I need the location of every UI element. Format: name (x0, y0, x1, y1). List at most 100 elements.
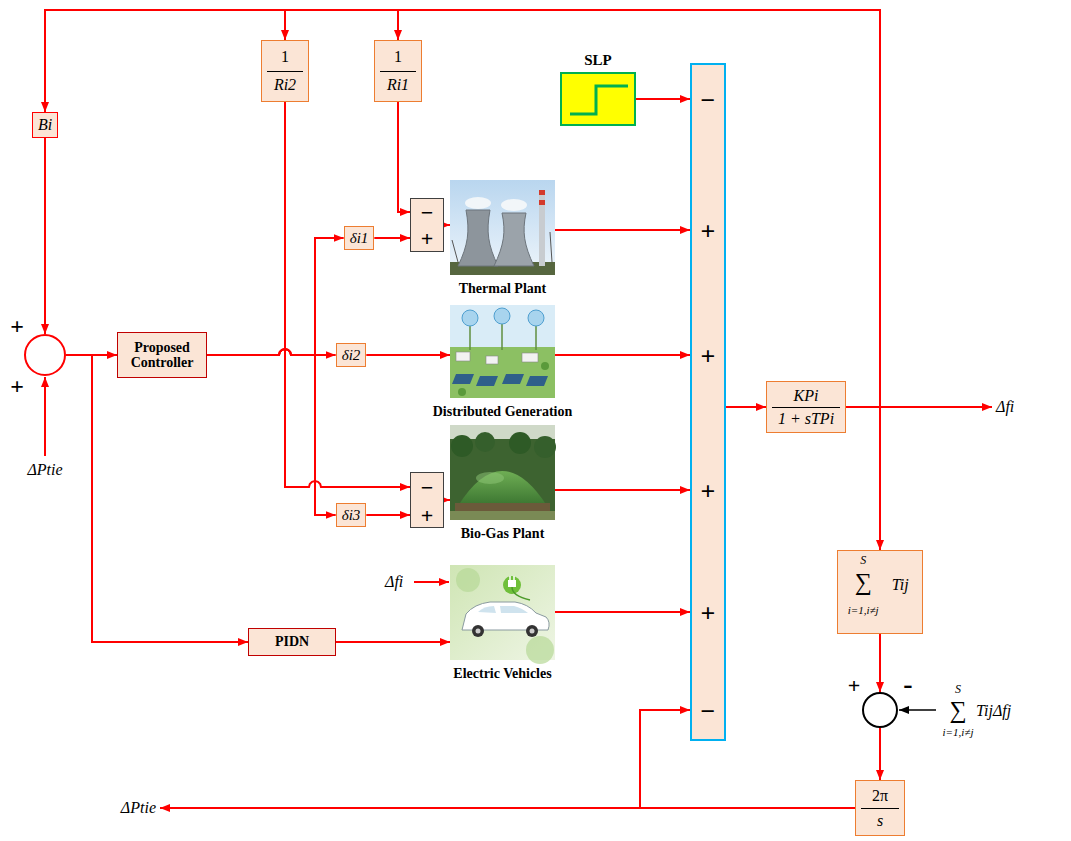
distributed-generation-picture (528, 310, 544, 326)
electric-vehicle-picture (450, 565, 555, 664)
fraction-term: Ri1 (387, 77, 409, 95)
plant-picture: Distributed Generation (450, 305, 555, 398)
signal-connector (555, 611, 690, 613)
block-label: PIDN (275, 634, 309, 649)
summing-block: −+ (410, 198, 444, 252)
signal-name: ΔPtie (121, 799, 156, 817)
signal-connector (366, 354, 450, 356)
signal-line (160, 807, 640, 809)
gain-block: Bi (32, 112, 58, 138)
signal-line (414, 581, 449, 583)
sign-label: + (701, 218, 716, 247)
electric-vehicle-picture (500, 606, 528, 613)
picture-caption: Distributed Generation (433, 404, 573, 419)
distributed-generation-picture (522, 353, 538, 362)
electric-vehicle-picture (513, 576, 515, 580)
picture-caption: Electric Vehicles (453, 666, 551, 681)
signal-name: Δfi (996, 398, 1014, 416)
signal-connector (366, 514, 410, 516)
signal-connector (44, 138, 46, 334)
signal-connector (555, 489, 690, 491)
gain-label: Bi (38, 116, 52, 134)
plant-picture: Thermal Plant (450, 180, 555, 275)
fraction-term: s (877, 812, 883, 830)
distributed-generation-picture (476, 376, 498, 386)
bio-gas-plant-picture (509, 432, 531, 454)
signal-connector (444, 224, 450, 226)
bio-gas-plant-picture (534, 436, 556, 458)
electric-vehicle-picture (503, 576, 521, 594)
sign-label: − (701, 698, 716, 727)
droop-block: 1Ri2 (261, 40, 309, 102)
signal-connector (336, 641, 450, 643)
sign-label: + (701, 478, 716, 507)
thermal-plant-picture (539, 190, 545, 266)
distributed-generation-picture (450, 305, 555, 398)
distributed-generation-picture (452, 374, 474, 384)
signal-name: Δfi (385, 573, 403, 591)
droop-block: 1Ri1 (374, 40, 422, 102)
electric-vehicle-picture (526, 636, 554, 664)
thermal-plant-picture (539, 190, 545, 195)
signal-connector (285, 102, 410, 487)
signal-connector (285, 10, 880, 407)
thermal-plant-picture (550, 232, 552, 262)
step-symbol (570, 86, 628, 114)
bio-gas-plant-picture (451, 435, 473, 457)
signal-connector (374, 237, 410, 239)
participation-block: δi3 (336, 503, 367, 528)
power-system-block: KPi 1 + sTPi (766, 381, 846, 433)
electric-vehicle-picture (472, 625, 484, 637)
electric-vehicle-picture (478, 606, 496, 613)
distributed-generation-picture (541, 362, 549, 370)
fraction-bar (267, 71, 303, 72)
signal-connector (555, 229, 690, 231)
thermal-plant-picture (494, 213, 534, 266)
electric-vehicle-picture (512, 587, 530, 600)
electric-vehicle-picture (508, 580, 516, 587)
distributed-generation-picture (501, 324, 503, 350)
sign-label: − (421, 476, 434, 500)
summing-junction: ++ (24, 334, 66, 376)
sign-label: + (421, 227, 434, 251)
thermal-plant-picture (501, 199, 527, 211)
signal-connector (726, 406, 766, 408)
block-title: SLP (584, 52, 612, 69)
fraction-term: KPi (794, 387, 819, 405)
signal-connector (66, 355, 248, 642)
math-term: S (955, 683, 961, 696)
signal-connector (207, 238, 344, 355)
signal-connector (879, 634, 881, 692)
electric-vehicle-picture (530, 629, 535, 634)
sign-label: + (701, 600, 716, 629)
thermal-plant-picture (539, 200, 545, 205)
signal-connector (207, 349, 336, 515)
step-symbol (562, 74, 634, 124)
signal-connector (879, 728, 881, 780)
math-term: i=1,i≠j (848, 604, 879, 616)
integrator-block: 2πs (855, 780, 905, 836)
sign-label: + (848, 674, 861, 698)
math-term: TijΔfj (976, 702, 1011, 720)
fraction-term: 1 + sTPi (778, 410, 834, 428)
signal-connector (398, 102, 410, 212)
controller-block: Proposed Controller (117, 332, 207, 378)
plant-picture: Electric Vehicles (450, 565, 555, 660)
signal-connector (846, 407, 880, 550)
sign-label: + (701, 343, 716, 372)
distributed-generation-picture (450, 305, 555, 398)
sign-label: + (10, 373, 24, 399)
electric-vehicle-picture (456, 568, 480, 592)
bio-gas-plant-picture (450, 425, 556, 520)
distributed-generation-picture (535, 326, 537, 350)
signal-line (44, 377, 46, 456)
math-term: i=1,i≠j (943, 726, 974, 738)
signal-connector (444, 499, 450, 501)
distributed-generation-picture (458, 388, 466, 396)
sign-label: − (701, 87, 716, 116)
summing-bar: − + + + + − (690, 63, 726, 741)
